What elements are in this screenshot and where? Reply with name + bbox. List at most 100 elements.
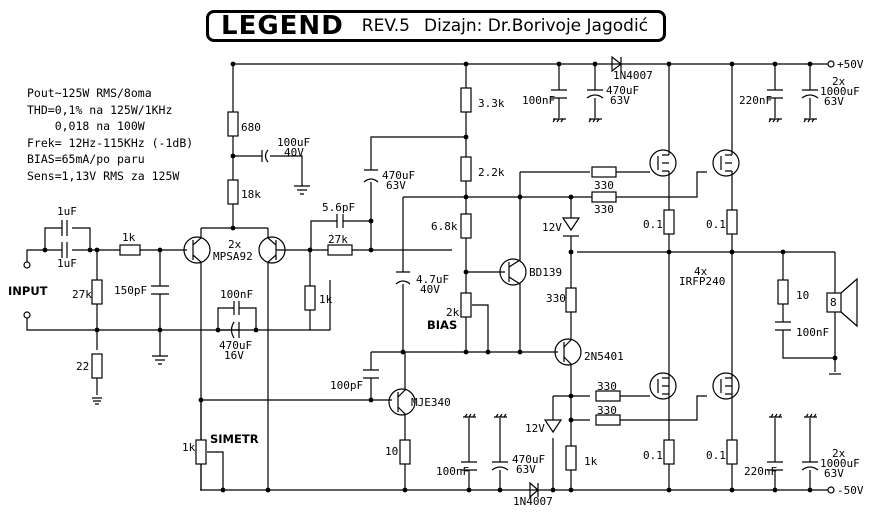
feedback-network <box>215 214 452 339</box>
input-terminal-gnd[interactable] <box>23 311 31 319</box>
ground-symbols <box>463 118 817 418</box>
vpos-label: +50V <box>837 58 864 71</box>
mosfet-part: IRFP240 <box>679 275 725 288</box>
r-in-label: 1k <box>122 231 136 244</box>
r-1k-low-label: 1k <box>584 455 598 468</box>
spec-notes: Pout~125W RMS/8oma THD=0,1% na 125W/1KHz… <box>27 85 193 184</box>
input-label: INPUT <box>8 284 48 298</box>
c-fb-nf-label: 100nF <box>220 288 253 301</box>
bias-pot-label[interactable]: BIAS <box>427 318 457 332</box>
vneg-terminal[interactable] <box>827 486 835 494</box>
vas-stage <box>195 330 416 493</box>
title-revision: REV.5 <box>361 16 410 36</box>
c-100uf-label: 100uF <box>277 136 310 149</box>
spec-line: Sens=1,13V RMS za 125W <box>27 168 180 183</box>
driver-stage <box>543 194 590 493</box>
c-bot-nf-label: 100nF <box>436 465 469 478</box>
input-terminal-hot[interactable] <box>23 261 31 269</box>
spec-line: BIAS=65mA/po paru <box>27 152 145 166</box>
c-4u7-label: 4.7uF <box>416 273 449 286</box>
r-src4-label: 0.1 <box>706 449 726 462</box>
output-zobel <box>775 249 841 375</box>
zobel-r-label: 10 <box>796 289 809 302</box>
r-2k2-label: 2.2k <box>478 166 505 179</box>
c-1000-top-label: 1000uF <box>820 85 860 98</box>
title-name: LEGEND <box>221 11 344 41</box>
zener-bot-label: 12V <box>525 422 545 435</box>
r-gnd-label: 22 <box>76 360 89 373</box>
diff-pair-part: MPSA92 <box>213 250 253 263</box>
zener-top-label: 12V <box>542 221 562 234</box>
r-gate4-label: 330 <box>597 404 617 417</box>
r-gate1-label: 330 <box>594 179 614 192</box>
c-in2-label: 1uF <box>57 257 77 270</box>
gate-resistors <box>591 166 707 426</box>
c-220-bot-label: 220nF <box>744 465 777 478</box>
r-src2-label: 0.1 <box>706 218 726 231</box>
r-1k-fb-label: 1k <box>319 293 333 306</box>
negative-rail <box>200 486 835 494</box>
r-680-label: 680 <box>241 121 261 134</box>
r-18k-label: 18k <box>241 188 261 201</box>
r-in-shunt-label: 27k <box>72 288 92 301</box>
zobel-c-label: 100nF <box>796 326 829 339</box>
r-gate3-label: 330 <box>597 380 617 393</box>
c-in-shunt-label: 150pF <box>114 284 147 297</box>
c-100uf-v-label: 40V <box>284 146 304 159</box>
bias-pot-value: 2k <box>446 306 460 319</box>
input-network <box>23 220 331 405</box>
c-1000-top-v-label: 63V <box>824 95 844 108</box>
r-src3-label: 0.1 <box>643 449 663 462</box>
bd139-label: BD139 <box>529 266 562 279</box>
r-fb-label: 27k <box>328 233 348 246</box>
simetr-label[interactable]: SIMETR <box>210 432 259 446</box>
r-3k3-label: 3.3k <box>478 97 505 110</box>
d-bot-label: 1N4007 <box>513 495 553 508</box>
r-gate2-label: 330 <box>594 203 614 216</box>
spec-line: Pout~125W RMS/8oma <box>27 86 152 100</box>
c-fb-el-v-label: 16V <box>224 349 244 362</box>
c-1000-top-qty: 2x <box>832 75 846 88</box>
tail-network <box>227 61 310 205</box>
c-1000-bot-label: 1000uF <box>820 457 860 470</box>
c-470-boot-v-label: 63V <box>386 179 406 192</box>
spec-line: Frek= 12Hz-115KHz (-1dB) <box>27 135 194 150</box>
c-top-el-v-label: 63V <box>610 94 630 107</box>
simetr-value: 1k <box>182 441 196 454</box>
bias-chain <box>363 61 600 403</box>
mosfet-qty: 4x <box>694 265 708 278</box>
speaker-icon <box>826 277 858 328</box>
c-470-boot-label: 470uF <box>382 169 415 182</box>
c-bot-el-v-label: 63V <box>516 463 536 476</box>
c-100pf-label: 100pF <box>330 379 363 392</box>
diff-pair-qty: 2x <box>228 238 242 251</box>
c-in1-label: 1uF <box>57 205 77 218</box>
rail-decoupling <box>461 55 819 499</box>
c-top-el-label: 470uF <box>606 84 639 97</box>
c-1000-bot-qty: 2x <box>832 447 846 460</box>
c-1000-bot-v-label: 63V <box>824 467 844 480</box>
c-4u7-v-label: 40V <box>420 283 440 296</box>
r-src1-label: 0.1 <box>643 218 663 231</box>
c-top-nf-label: 100nF <box>522 94 555 107</box>
speaker-impedance: 8 <box>830 296 837 309</box>
spec-line: 0,018 na 100W <box>27 119 145 133</box>
vpos-terminal[interactable] <box>827 60 835 68</box>
output-mosfets <box>577 61 835 493</box>
title-block: LEGEND REV.5 Dizajn: Dr.Borivoje Jagodić <box>206 10 666 42</box>
r-6k8-label: 6.8k <box>431 220 458 233</box>
positive-rail <box>233 60 835 68</box>
c-5p6-label: 5.6pF <box>322 201 355 214</box>
r-10-vas-label: 10 <box>385 445 398 458</box>
title-designer: Dizajn: Dr.Borivoje Jagodić <box>424 16 649 36</box>
mje340-label: MJE340 <box>411 396 451 409</box>
vneg-label: -50V <box>837 484 864 497</box>
c-220-top-label: 220nF <box>739 94 772 107</box>
r-330-mid-label: 330 <box>546 292 566 305</box>
spec-line: THD=0,1% na 125W/1KHz <box>27 102 173 117</box>
c-fb-el-label: 470uF <box>219 339 252 352</box>
c-bot-el-label: 470uF <box>512 453 545 466</box>
d-top-label: 1N4007 <box>613 69 653 82</box>
2n5401-label: 2N5401 <box>584 350 624 363</box>
